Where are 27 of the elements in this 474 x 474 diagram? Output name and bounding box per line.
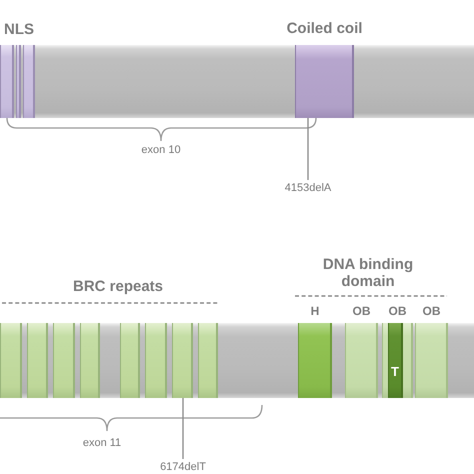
exon-label: exon 11 xyxy=(82,437,122,450)
mutation-label: 4153delA xyxy=(284,182,332,195)
domain-label: T xyxy=(391,365,399,379)
domain-label: OB xyxy=(352,305,370,318)
mutation-label: 6174delT xyxy=(160,461,206,474)
domain-label: BRC repeats xyxy=(72,278,164,295)
leader-line xyxy=(307,118,309,180)
domain-label: OB xyxy=(422,305,440,318)
domain-segment xyxy=(0,45,14,118)
domain-label: NLS xyxy=(4,21,34,38)
repeat-block xyxy=(0,323,22,398)
repeat-block xyxy=(53,323,75,398)
repeat-block xyxy=(198,323,218,398)
domain-label: OB xyxy=(388,305,406,318)
domain-segment xyxy=(16,45,21,118)
repeat-block xyxy=(27,323,48,398)
repeat-block xyxy=(120,323,140,398)
leader-line xyxy=(182,398,184,459)
repeat-block xyxy=(172,323,193,398)
domain-segment xyxy=(23,45,35,118)
repeat-block xyxy=(145,323,167,398)
exon-label: exon 10 xyxy=(141,144,181,157)
domain-label: DNA binding domain xyxy=(322,256,414,290)
domain-label: Coiled coil xyxy=(286,21,362,37)
domain-segment xyxy=(388,323,403,398)
domain-label: H xyxy=(310,305,320,318)
repeat-block xyxy=(80,323,100,398)
